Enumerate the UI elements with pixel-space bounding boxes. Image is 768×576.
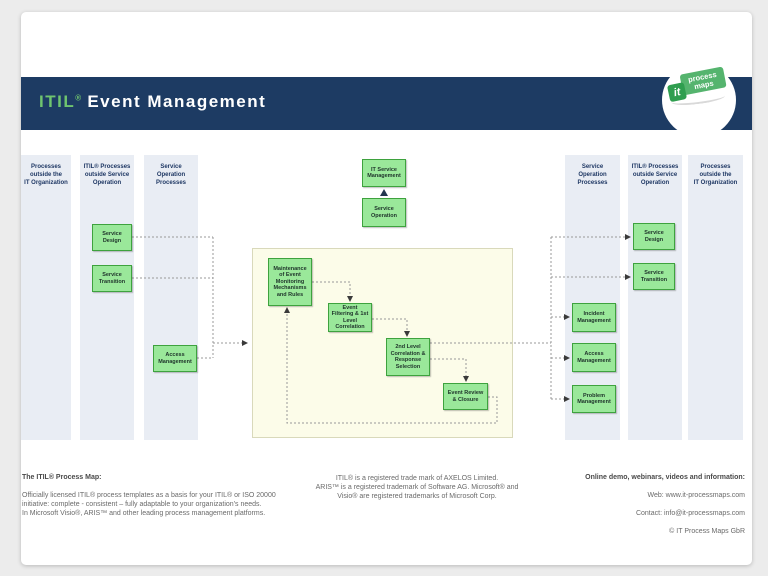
footer-left: The ITIL® Process Map: Officially licens…: [22, 464, 276, 527]
box-service-operation[interactable]: Service Operation: [362, 198, 406, 227]
footer-right-title: Online demo, webinars, videos and inform…: [585, 474, 745, 481]
footer-right: Online demo, webinars, videos and inform…: [585, 464, 745, 545]
box-service-transition-left[interactable]: Service Transition: [92, 265, 132, 292]
footer-contact-link[interactable]: Contact: info@it-processmaps.com: [635, 510, 745, 517]
title-bar: [21, 77, 752, 130]
box-event-review-closure[interactable]: Event Review & Closure: [443, 383, 488, 410]
title-itil: ITIL: [39, 92, 76, 111]
footer-left-title: The ITIL® Process Map:: [22, 474, 102, 481]
page-title: ITIL® Event Management: [39, 92, 266, 112]
box-access-management-left[interactable]: Access Management: [153, 345, 197, 372]
lane-header: Processes outside the IT Organization: [24, 164, 68, 186]
footer-web-link[interactable]: Web: www.it-processmaps.com: [647, 492, 745, 499]
lane-header: ITIL® Processes outside Service Operatio…: [631, 164, 679, 186]
box-service-transition-right[interactable]: Service Transition: [633, 263, 675, 290]
lane-processes-outside-it-right: Processes outside the IT Organization: [688, 155, 743, 440]
hierarchy-up-arrow-icon: [380, 189, 388, 196]
title-main: Event Management: [81, 92, 267, 111]
box-service-design-right[interactable]: Service Design: [633, 223, 675, 250]
box-event-filtering-1st-level-correlation[interactable]: Event Filtering & 1st Level Correlation: [328, 303, 372, 332]
box-it-service-management[interactable]: IT Service Management: [362, 159, 406, 187]
logo-it-label: it: [666, 82, 688, 103]
lane-header: Processes outside the IT Organization: [693, 164, 738, 186]
lane-header: ITIL® Processes outside Service Operatio…: [83, 164, 131, 186]
footer-left-body: Officially licensed ITIL® process templa…: [22, 492, 276, 517]
registered-mark: ®: [75, 93, 82, 103]
lane-header: Service Operation Processes: [577, 164, 608, 186]
box-2nd-level-correlation-response-selection[interactable]: 2nd Level Correlation & Response Selecti…: [386, 338, 430, 376]
lane-service-operation-left: Service Operation Processes: [144, 155, 198, 440]
footer-trademarks: ITIL® is a registered trade mark of AXEL…: [315, 475, 519, 500]
lane-itil-outside-so-right: ITIL® Processes outside Service Operatio…: [628, 155, 682, 440]
process-map-page: ITIL® Event Management process maps it P…: [21, 12, 752, 565]
box-problem-management[interactable]: Problem Management: [572, 385, 616, 413]
box-maintenance-of-event-monitoring[interactable]: Maintenance of Event Monitoring Mechanis…: [268, 258, 312, 306]
box-service-design-left[interactable]: Service Design: [92, 224, 132, 251]
lane-header: Service Operation Processes: [155, 164, 187, 186]
lane-itil-outside-so-left: ITIL® Processes outside Service Operatio…: [80, 155, 134, 440]
lane-processes-outside-it-left: Processes outside the IT Organization: [21, 155, 71, 440]
footer-copyright: © IT Process Maps GbR: [669, 528, 745, 535]
box-incident-management[interactable]: Incident Management: [572, 303, 616, 332]
box-access-management-right[interactable]: Access Management: [572, 343, 616, 372]
